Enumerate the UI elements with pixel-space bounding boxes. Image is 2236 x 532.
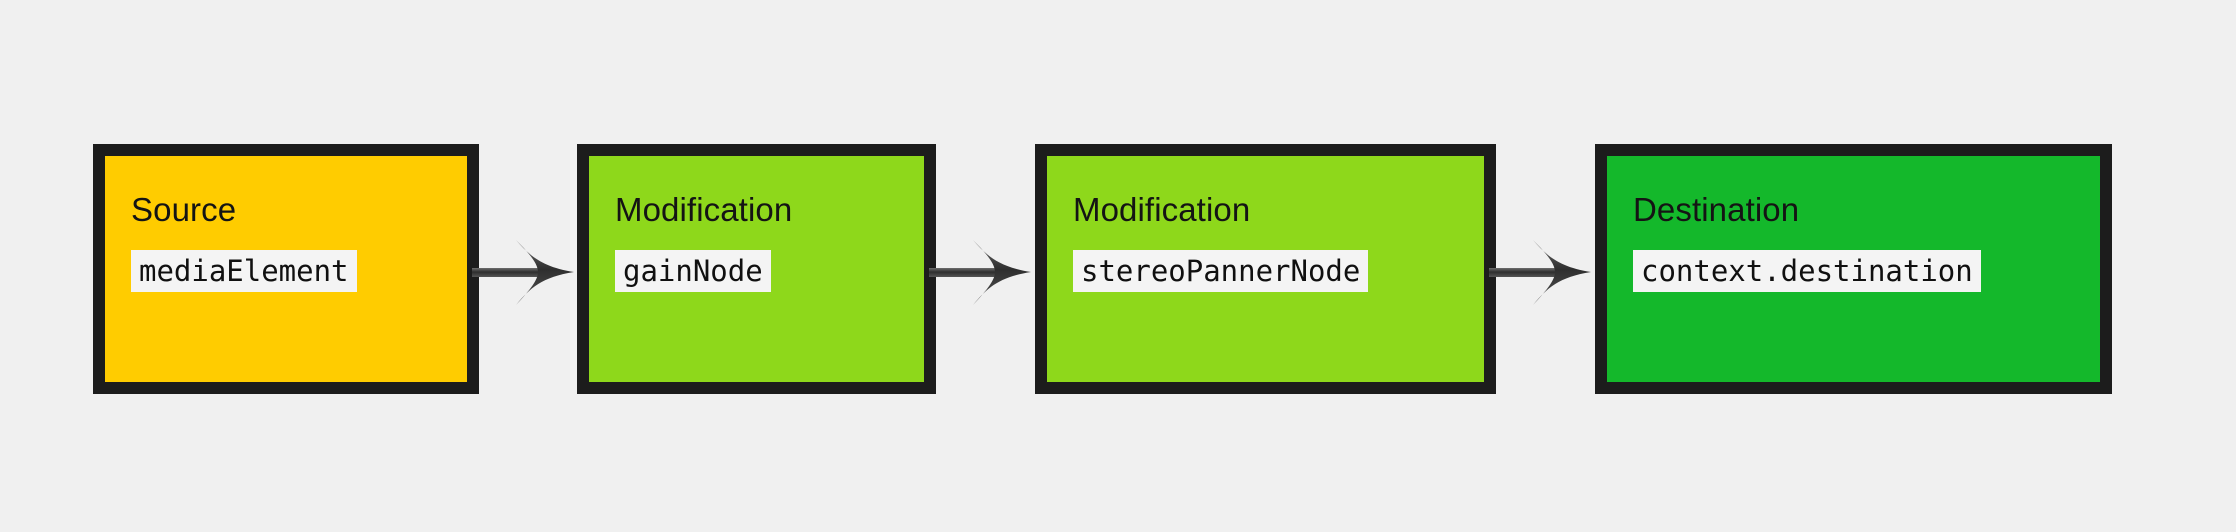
node-modification-gain[interactable]: Modification gainNode xyxy=(577,144,936,394)
arrow-right-icon xyxy=(472,240,574,305)
node-modification-panner-code-label: stereoPannerNode xyxy=(1073,250,1369,292)
connector-arrow-panner-to-destination xyxy=(1487,238,1605,308)
node-source-code-label: mediaElement xyxy=(131,250,357,292)
node-destination-code-label: context.destination xyxy=(1633,250,1981,292)
node-destination-body: Destination context.destination xyxy=(1607,156,2100,382)
node-source-title: Source xyxy=(131,191,237,228)
connector-arrow-source-to-gain xyxy=(470,238,588,308)
node-modification-panner-body: Modification stereoPannerNode xyxy=(1047,156,1484,382)
node-source-body: Source mediaElement xyxy=(105,156,467,382)
connector-arrow-gain-to-panner xyxy=(927,238,1045,308)
node-destination-title: Destination xyxy=(1633,191,1800,228)
node-modification-panner[interactable]: Modification stereoPannerNode xyxy=(1035,144,1496,394)
node-modification-panner-title: Modification xyxy=(1073,191,1251,228)
node-modification-gain-code-label: gainNode xyxy=(615,250,771,292)
node-destination[interactable]: Destination context.destination xyxy=(1595,144,2112,394)
node-modification-gain-body: Modification gainNode xyxy=(589,156,924,382)
arrow-right-icon xyxy=(929,240,1031,305)
node-modification-gain-title: Modification xyxy=(615,191,793,228)
arrow-right-icon xyxy=(1489,240,1591,305)
node-source[interactable]: Source mediaElement xyxy=(93,144,479,394)
